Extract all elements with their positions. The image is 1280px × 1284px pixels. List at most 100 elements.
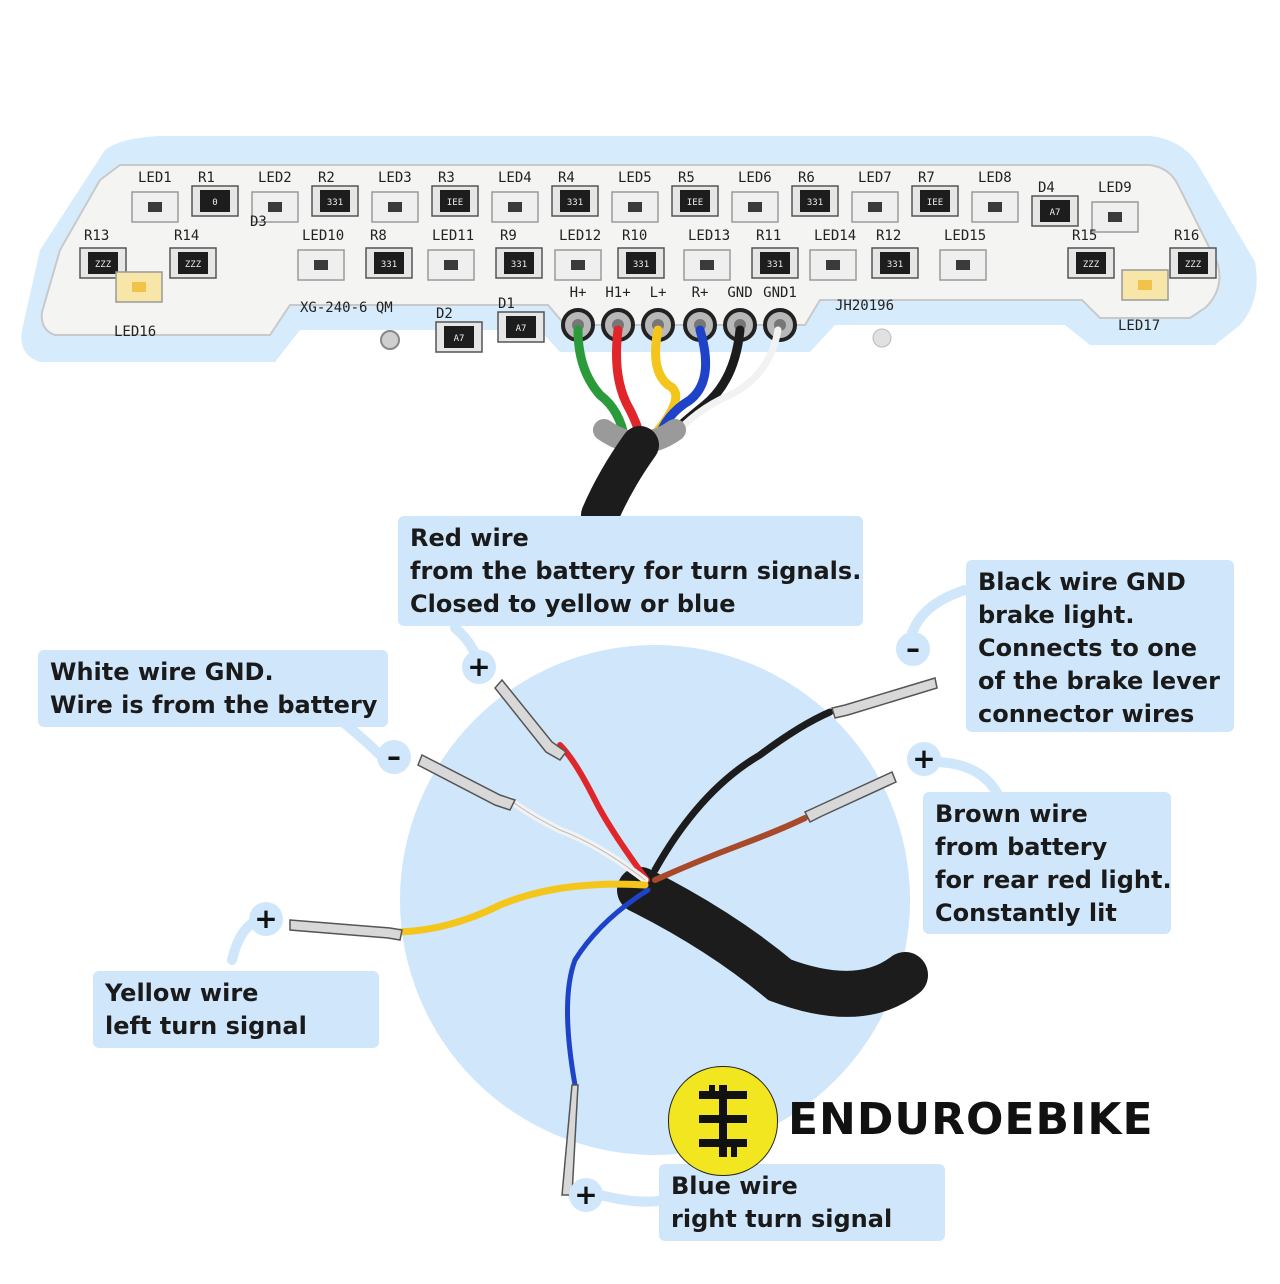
label-led11: LED11 — [432, 228, 474, 244]
component-led14 — [809, 249, 857, 281]
component-r12: 331 — [871, 247, 919, 279]
label-r1: R1 — [198, 170, 215, 186]
label-r6: R6 — [798, 170, 815, 186]
label-r13: R13 — [84, 228, 109, 244]
pad-label: GND1 — [763, 285, 797, 301]
component-r6: 331 — [791, 185, 839, 217]
black-pin — [831, 677, 938, 719]
label-board-id: JH20196 — [835, 298, 894, 314]
black-wire — [651, 708, 834, 874]
label-d3: D3 — [250, 214, 267, 230]
mounting-hole-right — [872, 328, 892, 348]
pad-label: H+ — [570, 285, 587, 301]
label-led2: LED2 — [258, 170, 292, 186]
callout-black-line-2: brake light. — [978, 601, 1135, 629]
component-r1: 0 — [191, 185, 239, 217]
svg-text:ZZZ: ZZZ — [1185, 260, 1202, 270]
component-r7: IEE — [911, 185, 959, 217]
pad-label: GND — [727, 285, 752, 301]
main-cable — [617, 867, 928, 1017]
label-r11: R11 — [756, 228, 781, 244]
svg-text:ZZZ: ZZZ — [185, 260, 202, 270]
component-led17 — [1121, 269, 1169, 301]
component-led11 — [427, 249, 475, 281]
label-led8: LED8 — [978, 170, 1012, 186]
callout-black-line-4: of the brake lever — [978, 667, 1220, 695]
pcb-wire-bundle — [573, 325, 782, 534]
component-r16: ZZZ — [1169, 247, 1217, 279]
component-led15 — [939, 249, 987, 281]
callout-black-line-1: Black wire GND — [978, 568, 1186, 596]
svg-text:ZZZ: ZZZ — [1083, 260, 1100, 270]
label-led12: LED12 — [559, 228, 601, 244]
label-led10: LED10 — [302, 228, 344, 244]
label-led16: LED16 — [114, 324, 156, 340]
callout-red-line-1: Red wire — [410, 524, 529, 552]
component-led3 — [371, 191, 419, 223]
pad-label: R+ — [692, 285, 709, 301]
label-r16: R16 — [1174, 228, 1199, 244]
svg-text:A7: A7 — [454, 334, 465, 344]
svg-text:IEE: IEE — [447, 198, 463, 208]
white-pin — [417, 753, 517, 811]
pad-gnd1: GND1 — [763, 285, 797, 342]
brown-wire — [652, 815, 808, 883]
sign-white-wire: – — [377, 740, 411, 774]
component-led4 — [491, 191, 539, 223]
component-d1: A7 — [497, 311, 545, 343]
label-r14: R14 — [174, 228, 199, 244]
callout-red-line-2: from the battery for turn signals. — [410, 557, 862, 585]
label-r15: R15 — [1072, 228, 1097, 244]
label-led5: LED5 — [618, 170, 652, 186]
brown-pin — [803, 770, 897, 824]
component-led13 — [683, 249, 731, 281]
label-led17: LED17 — [1118, 318, 1160, 334]
svg-text:331: 331 — [887, 260, 903, 270]
callout-blue-line-1: Blue wire — [671, 1172, 798, 1200]
sign-yellow-wire: + — [249, 902, 283, 936]
svg-text:331: 331 — [767, 260, 783, 270]
svg-text:331: 331 — [807, 198, 823, 208]
red-pin — [494, 678, 568, 761]
label-r7: R7 — [918, 170, 935, 186]
sign-blue-wire: + — [569, 1178, 603, 1212]
label-r4: R4 — [558, 170, 575, 186]
callout-black-line-3: Connects to one — [978, 634, 1198, 662]
blue-wire — [565, 887, 651, 1088]
component-r14: ZZZ — [169, 247, 217, 279]
pad-label: H1+ — [605, 285, 630, 301]
component-r3: IEE — [431, 185, 479, 217]
red-wire — [557, 742, 650, 883]
svg-text:IEE: IEE — [687, 198, 703, 208]
callout-yellow-line-2: left turn signal — [105, 1012, 307, 1040]
callout-brown-line-1: Brown wire — [935, 800, 1088, 828]
label-r5: R5 — [678, 170, 695, 186]
component-r4: 331 — [551, 185, 599, 217]
label-r3: R3 — [438, 170, 455, 186]
yellow-pin — [289, 919, 403, 941]
component-led10 — [297, 249, 345, 281]
callout-white-line-1: White wire GND. — [50, 658, 274, 686]
yellow-wire — [396, 880, 649, 936]
label-led1: LED1 — [138, 170, 172, 186]
label-d1: D1 — [498, 296, 515, 312]
logo-emblem — [668, 1066, 778, 1176]
label-d4: D4 — [1038, 180, 1055, 196]
component-d4: A7 — [1031, 195, 1079, 227]
svg-text:A7: A7 — [1050, 208, 1061, 218]
sign-brown-wire: + — [907, 742, 941, 776]
component-r10: 331 — [617, 247, 665, 279]
component-r15: ZZZ — [1067, 247, 1115, 279]
pad-label: L+ — [650, 285, 667, 301]
label-d2: D2 — [436, 306, 453, 322]
label-r12: R12 — [876, 228, 901, 244]
label-led6: LED6 — [738, 170, 772, 186]
component-led8 — [971, 191, 1019, 223]
enduroebike-logo: ENDUROEBIKE — [668, 1066, 1158, 1176]
component-r9: 331 — [495, 247, 543, 279]
